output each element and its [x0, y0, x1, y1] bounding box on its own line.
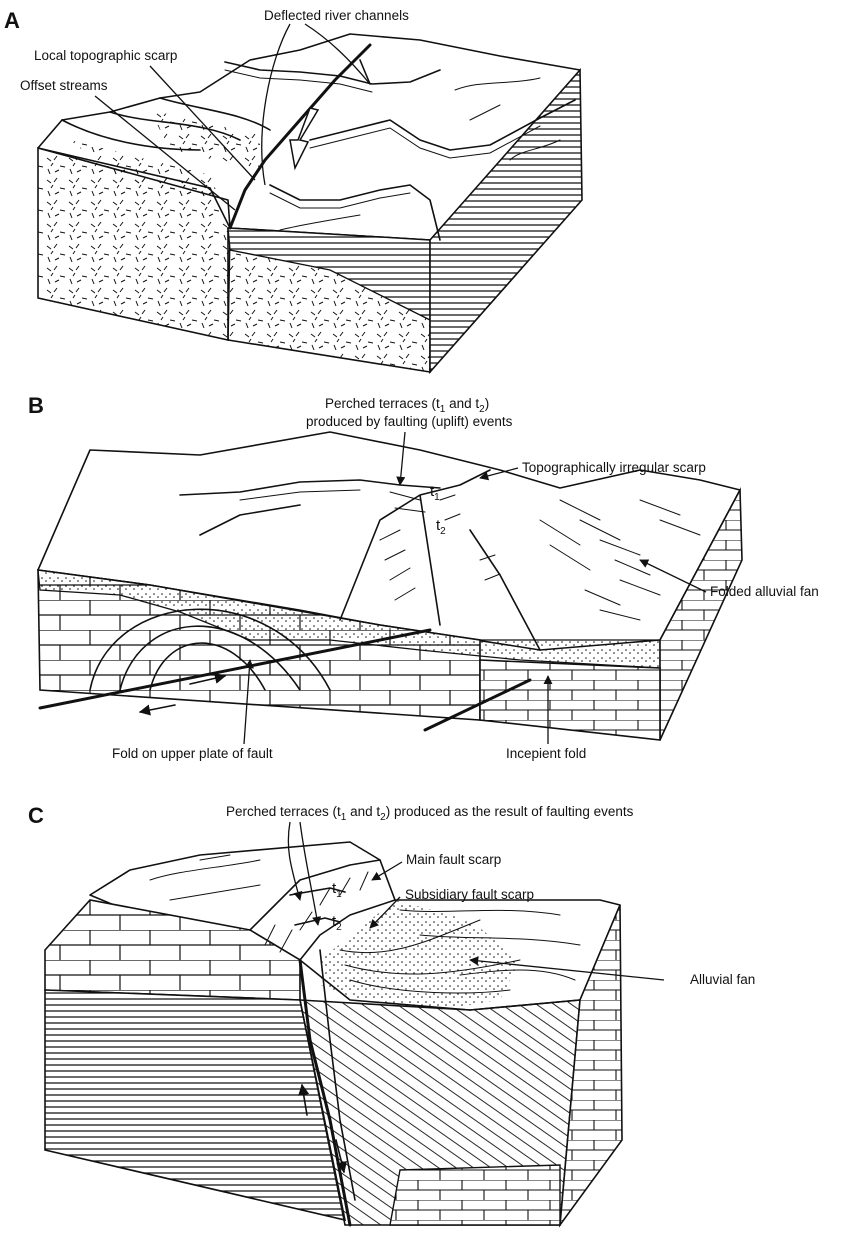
label-perched-terraces-b-line1: Perched terraces (t1 and t2) [325, 396, 489, 415]
label-perched-terraces-c: Perched terraces (t1 and t2) produced as… [226, 804, 634, 823]
panel-b: B Perched terraces (t1 and t2) produced … [28, 393, 819, 761]
label-topographically-irregular-scarp: Topographically irregular scarp [522, 460, 706, 475]
label-folded-alluvial-fan: Folded alluvial fan [710, 584, 819, 599]
label-alluvial-fan: Alluvial fan [690, 972, 755, 987]
panel-b-front-face-right [480, 660, 660, 740]
panel-a: A Deflected river channels Local topogra… [4, 8, 582, 372]
panel-b-slip-arrow-2 [140, 705, 175, 712]
label-local-topographic-scarp: Local topographic scarp [34, 48, 177, 63]
label-incepient-fold: Incepient fold [506, 746, 586, 761]
label-main-fault-scarp: Main fault scarp [406, 852, 501, 867]
panel-b-letter: B [28, 393, 44, 418]
panel-c-front-base [390, 1165, 560, 1225]
label-deflected-river-channels: Deflected river channels [264, 8, 409, 23]
panel-c-letter: C [28, 803, 44, 828]
panel-a-letter: A [4, 8, 20, 33]
label-offset-streams: Offset streams [20, 78, 108, 93]
label-fold-upper-plate: Fold on upper plate of fault [112, 746, 273, 761]
panel-c-left-block-front-lower [45, 990, 345, 1220]
panel-c: C Perched terraces (t1 and t2) produced … [28, 803, 755, 1225]
label-subsidiary-fault-scarp: Subsidiary fault scarp [405, 887, 534, 902]
label-perched-terraces-b-line2: produced by faulting (uplift) events [306, 414, 513, 429]
